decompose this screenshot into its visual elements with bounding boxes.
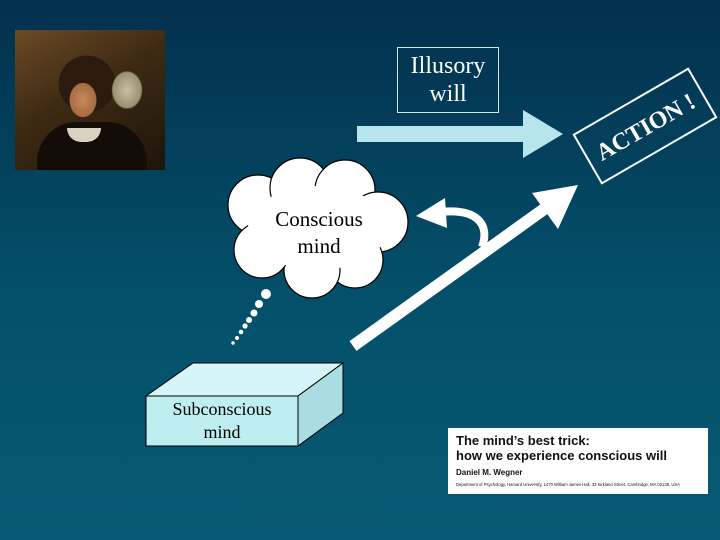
conscious-mind-line2: mind: [297, 234, 341, 258]
subconscious-mind-line1: Subconscious: [172, 399, 272, 419]
subconscious-mind-box: [144, 362, 345, 447]
conscious-mind-cloud-fill: [248, 186, 388, 270]
subconscious-mind-line2: mind: [203, 422, 241, 442]
feedback-curved-arrow: [416, 198, 489, 249]
conscious-mind-line1: Conscious: [275, 207, 363, 231]
paper-citation: The mind’s best trick: how we experience…: [448, 428, 708, 494]
paper-author: Daniel M. Wegner: [456, 468, 523, 477]
illusory-will-line2: will: [429, 81, 467, 107]
conscious-mind-label: Conscious mind: [255, 206, 383, 260]
subconscious-mind-label: Subconscious mind: [146, 398, 298, 444]
subconscious-to-action-arrow: [349, 185, 578, 351]
painting-collar: [67, 128, 101, 142]
paper-title-line2: how we experience conscious will: [456, 448, 667, 463]
self-portrait-painting: [15, 30, 165, 170]
action-label: ACTION !: [592, 89, 700, 167]
illusory-will-arrow: [357, 110, 563, 158]
thought-bubbles: [231, 289, 271, 345]
illusory-will-box: Illusory will: [397, 47, 499, 113]
paper-affiliation: Department of Psychology, Harvard Univer…: [456, 482, 680, 487]
action-box: ACTION !: [572, 67, 718, 185]
illusory-will-line1: Illusory: [410, 53, 486, 79]
paper-title-line1: The mind’s best trick:: [456, 433, 590, 448]
